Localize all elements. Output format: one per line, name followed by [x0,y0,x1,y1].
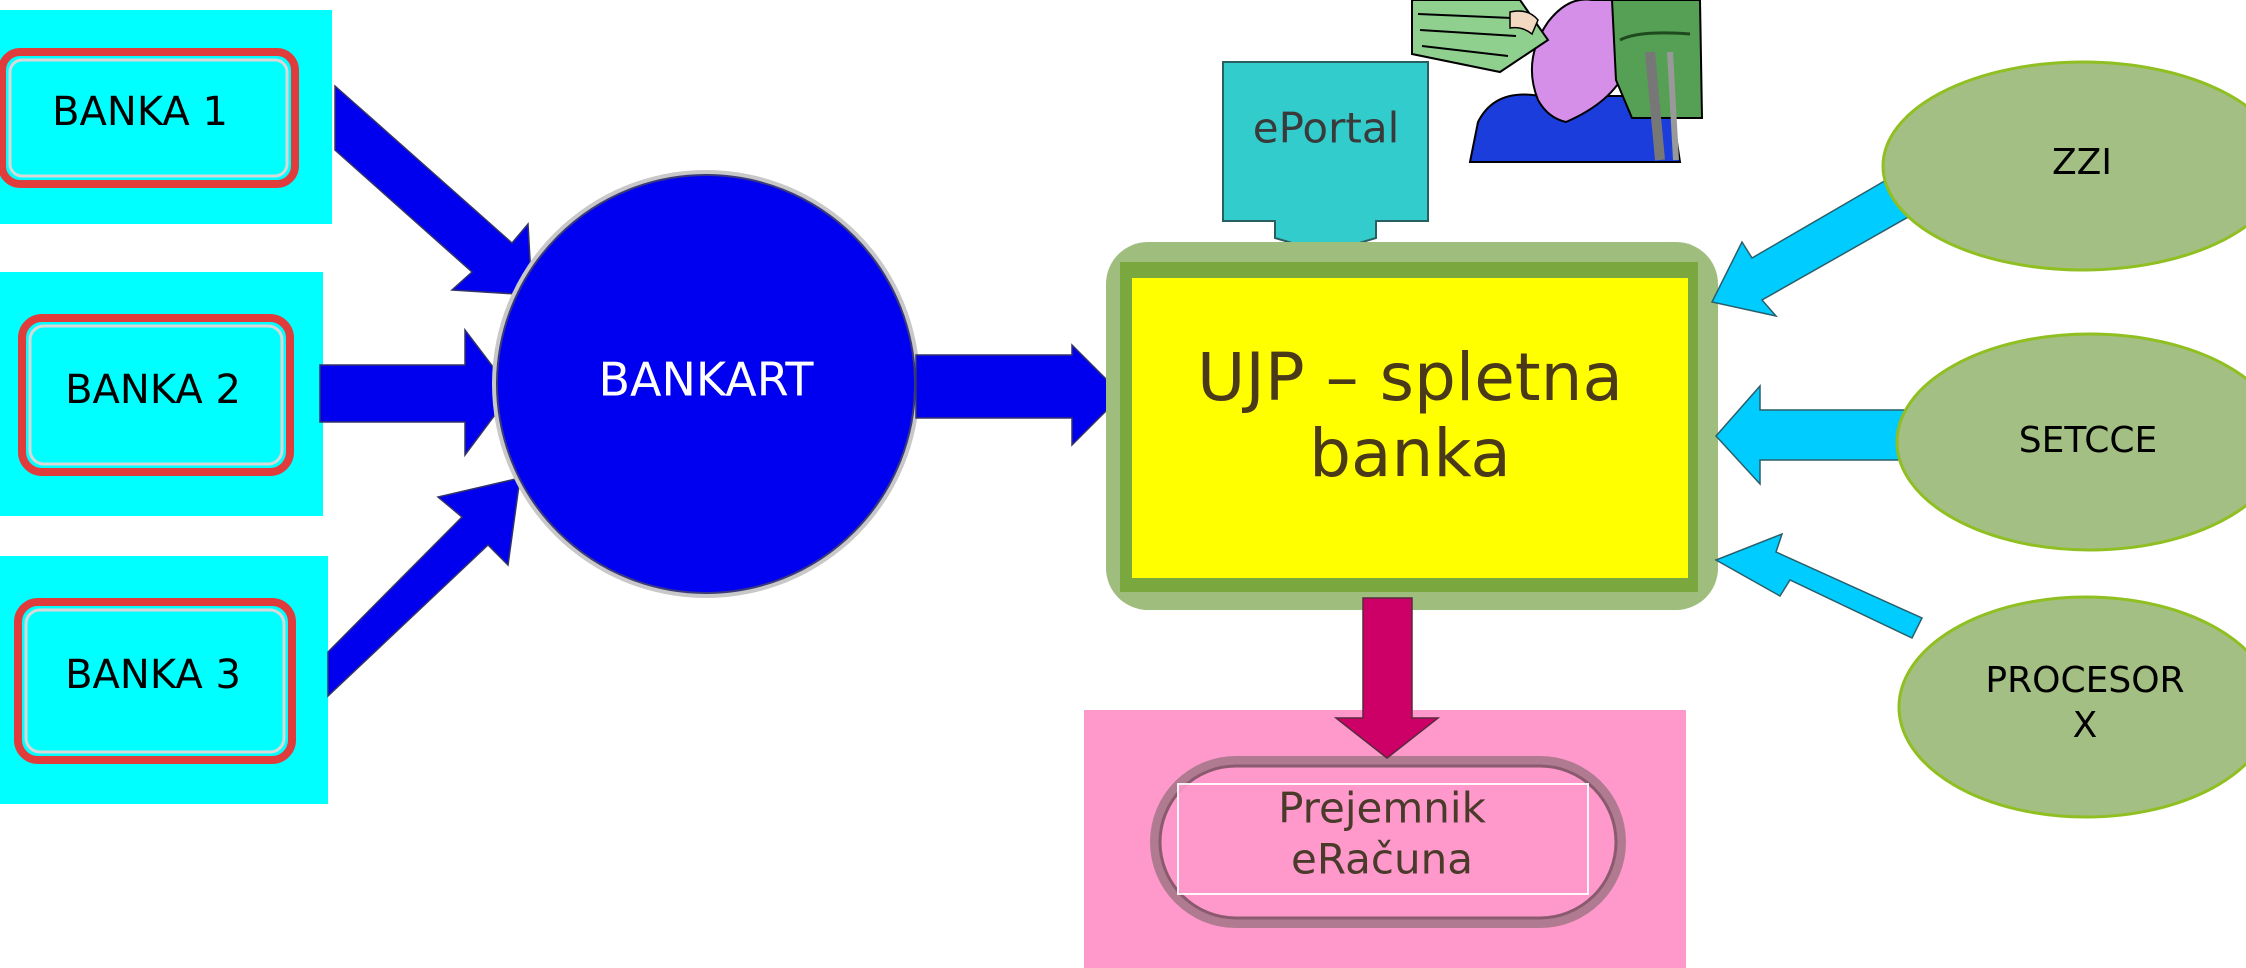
provider-node-procesor: PROCESOR X [1897,595,2246,819]
arrow-bank3-to-bankart [327,477,521,698]
ujp-title-line2: banka [1309,415,1511,492]
bankart-label: BANKART [599,353,815,407]
arrow-bank1-to-bankart [334,84,533,296]
bankart-node: BANKART [492,170,920,598]
eportal-label: ePortal [1253,104,1400,153]
bank-box-1: BANKA 1 [0,10,332,224]
recipient-label-line1: Prejemnik [1278,784,1486,833]
arrow-ujp-to-recipient [1333,597,1441,759]
person-at-computer-icon [1411,0,1704,163]
provider-label-procesor-line1: PROCESOR [1985,660,2184,701]
eportal-callout: ePortal [1222,61,1429,255]
provider-label-zzi: ZZI [2052,142,2112,183]
arrow-zzi-to-ujp [1710,170,1911,318]
arrow-bankart-to-ujp [915,343,1124,447]
bank-label-3: BANKA 3 [65,652,241,698]
bank-box-3: BANKA 3 [0,556,328,804]
arrow-bank2-to-bankart [319,327,513,458]
ujp-title-line1: UJP – spletna [1197,339,1623,416]
provider-label-setcce: SETCCE [2019,420,2158,461]
bank-label-1: BANKA 1 [52,89,228,135]
provider-node-setcce: SETCCE [1895,332,2246,552]
ujp-node: UJP – spletna banka [1106,242,1718,610]
provider-node-zzi: ZZI [1881,60,2246,272]
provider-label-procesor-line2: X [2073,705,2098,746]
arrow-procesor-to-ujp [1714,532,1924,639]
bank-box-2: BANKA 2 [0,272,323,516]
arrow-setcce-to-ujp [1714,384,1909,486]
recipient-label-line2: eRačuna [1291,835,1473,884]
bank-label-2: BANKA 2 [65,367,241,413]
